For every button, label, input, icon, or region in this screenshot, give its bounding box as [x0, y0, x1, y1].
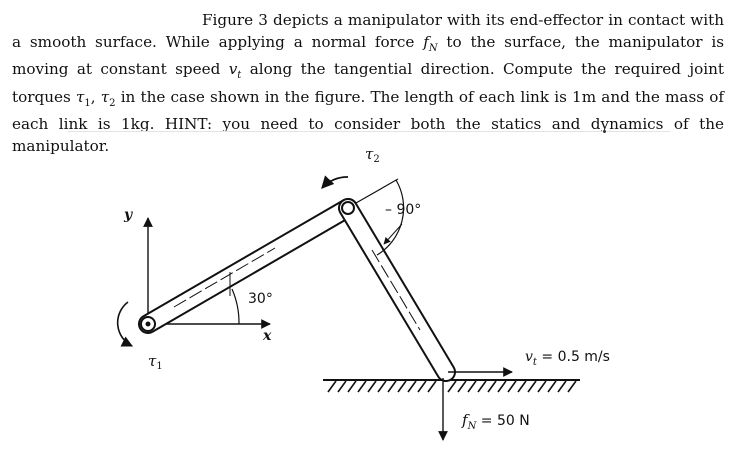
- tau1-subscript-fig: 1: [156, 361, 162, 372]
- problem-text-1: Figure 3 depicts a manipulator with its …: [12, 11, 724, 51]
- problem-text-4: in the case shown in the figure. The len…: [12, 87, 725, 155]
- tau1-label: τ1: [148, 352, 163, 372]
- tau1-subscript: 1: [84, 97, 91, 109]
- fN-subscript-fig: N: [467, 421, 478, 432]
- problem-statement: Figure 3 depicts a manipulator with its …: [12, 10, 724, 157]
- coordinate-axes: y x: [123, 207, 272, 344]
- vt-value-fig: = 0.5 m/s: [537, 349, 610, 365]
- problem-text-2: to the surface, the manipulator is movin…: [12, 32, 724, 79]
- y-axis-label: y: [123, 207, 133, 223]
- tau1-arrow: [116, 301, 134, 347]
- torque-separator: ,: [90, 87, 101, 106]
- tau2-label: τ2: [365, 145, 380, 165]
- angle1-arc: [231, 288, 240, 325]
- tau2-subscript-fig: 2: [373, 154, 379, 165]
- tau2-symbol-fig: τ: [365, 145, 374, 163]
- angle1-label: 30°: [248, 291, 273, 307]
- fN-symbol-fig: f: [461, 411, 470, 429]
- link-1: [138, 198, 358, 334]
- normal-force-symbol: f: [423, 32, 429, 51]
- base-joint-center: [145, 321, 151, 327]
- elbow-joint: [341, 201, 355, 215]
- fN-value-fig: = 50 N: [476, 413, 529, 429]
- vt-subscript-fig: t: [533, 357, 538, 368]
- separator-rule: [68, 131, 670, 132]
- x-axis-label: x: [262, 328, 272, 344]
- angle2-label: – 90°: [385, 202, 421, 218]
- problem-text-3: along the tangential direction. Compute …: [12, 60, 725, 106]
- vt-symbol-fig: v: [525, 349, 533, 365]
- tangential-velocity-label: vt = 0.5 m/s: [525, 349, 610, 368]
- normal-force-subscript: N: [428, 42, 438, 54]
- ground-surface: [323, 379, 580, 393]
- separator-dot: [603, 130, 606, 133]
- link-2: [338, 198, 456, 382]
- tangential-speed-symbol: v: [228, 60, 238, 79]
- tau2-symbol: τ: [100, 87, 110, 106]
- angle2-arc: [376, 179, 405, 256]
- angle2-arrow: [383, 223, 403, 245]
- tau1-symbol-fig: τ: [148, 352, 157, 370]
- tau2-arrow: [321, 175, 349, 189]
- tau1-symbol: τ: [75, 87, 85, 106]
- normal-force-label: fN = 50 N: [461, 411, 530, 432]
- tau2-subscript: 2: [109, 97, 116, 109]
- tangential-speed-subscript: t: [237, 70, 242, 82]
- link1-extension-line: [355, 178, 399, 204]
